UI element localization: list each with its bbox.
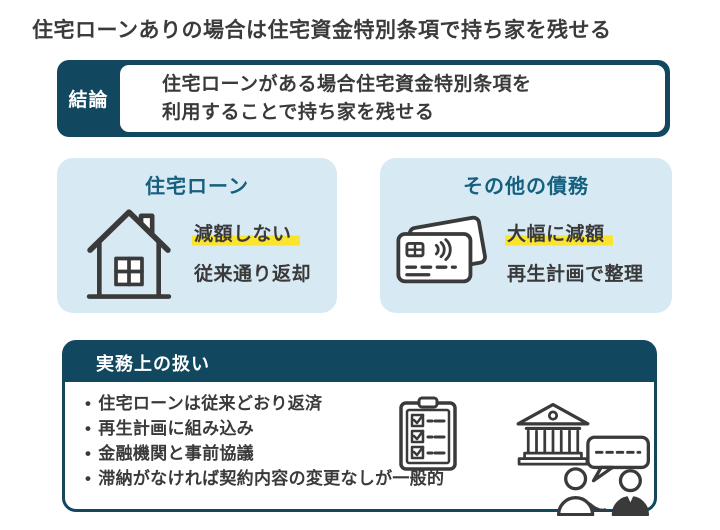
discussion-icon (556, 435, 650, 516)
bullet-dot: • (85, 444, 92, 463)
conclusion-label: 結論 (68, 90, 109, 111)
housing-loan-points: 減額しない 従来通り返却 (192, 219, 312, 286)
highlighted-text: 大幅に減額 (505, 223, 613, 246)
list-item-text: 滞納がなければ契約内容の変更なしが一般的 (98, 469, 445, 488)
other-debts-card: その他の債務 大幅に減額 (380, 158, 672, 313)
checklist-icon (399, 396, 457, 471)
other-debts-points: 大幅に減額 再生計画で整理 (505, 219, 644, 286)
highlighted-text: 減額しない (192, 223, 300, 246)
list-item-text: 再生計画に組み込み (98, 419, 254, 438)
practical-panel-title: 実務上の扱い (96, 353, 210, 374)
list-item-text: 住宅ローンは従来どおり返済 (98, 394, 323, 413)
conclusion-banner: 結論 住宅ローンがある場合住宅資金特別条項を 利用することで持ち家を残せる (57, 60, 670, 137)
list-item: • 滞納がなければ契約内容の変更なしが一般的 (85, 466, 654, 491)
house-icon (86, 209, 172, 299)
bullet-dot: • (85, 394, 92, 413)
conclusion-line-1: 住宅ローンがある場合住宅資金特別条項を (162, 73, 532, 95)
practical-list: • 住宅ローンは従来どおり返済 • 再生計画に組み込み • 金融機関と事前協議 … (65, 391, 654, 491)
list-item-text: 金融機関と事前協議 (98, 444, 254, 463)
other-debts-content: 大幅に減額 再生計画で整理 (380, 215, 672, 289)
housing-loan-point-1: 減額しない (192, 219, 311, 246)
housing-loan-title: 住宅ローン (145, 176, 249, 198)
housing-loan-point-2: 従来通り返却 (194, 263, 312, 285)
list-item: • 金融機関と事前協議 (85, 441, 654, 466)
list-item: • 再生計画に組み込み (85, 416, 654, 441)
practical-panel-header: 実務上の扱い (65, 343, 654, 382)
page-title: 住宅ローンありの場合は住宅資金特別条項で持ち家を残せる (32, 19, 612, 42)
credit-cards-icon (396, 215, 487, 284)
bullet-dot: • (85, 469, 92, 488)
practical-panel: 実務上の扱い • 住宅ローンは従来どおり返済 • 再生計画に組み込み • 金融機… (62, 340, 657, 516)
other-debts-point-1: 大幅に減額 (505, 219, 644, 246)
practical-panel-body: • 住宅ローンは従来どおり返済 • 再生計画に組み込み • 金融機関と事前協議 … (65, 391, 654, 521)
list-item: • 住宅ローンは従来どおり返済 (85, 391, 654, 416)
housing-loan-content: 減額しない 従来通り返却 (57, 201, 337, 303)
bank-icon (516, 402, 590, 466)
other-debts-point-2: 再生計画で整理 (507, 263, 644, 285)
other-debts-title: その他の債務 (463, 176, 589, 198)
conclusion-line-2: 利用することで持ち家を残せる (162, 101, 435, 123)
bullet-dot: • (85, 419, 92, 438)
housing-loan-card: 住宅ローン 減額しない 従来通り返却 (57, 158, 337, 313)
conclusion-text: 住宅ローンがある場合住宅資金特別条項を 利用することで持ち家を残せる (120, 65, 665, 132)
